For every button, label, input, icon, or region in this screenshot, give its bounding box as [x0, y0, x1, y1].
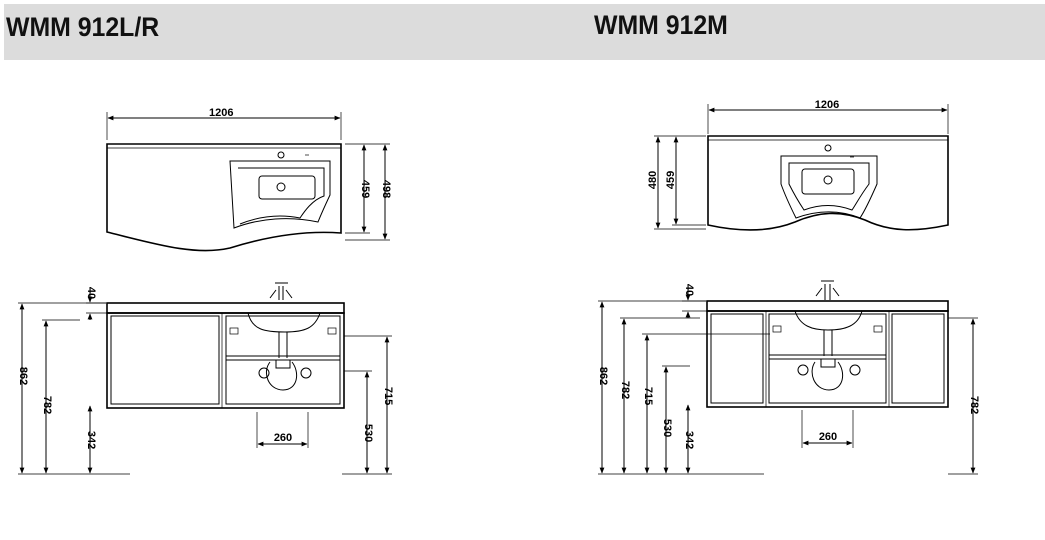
dim-left-top-depth-outer: 498 [380, 180, 392, 198]
dim-right-front-top-thickness: 40 [683, 284, 695, 296]
model-title-right: WMM 912M [594, 10, 728, 40]
dim-left-top-width: 1206 [209, 107, 233, 119]
dim-left-front-drain-lower: 530 [362, 424, 374, 442]
dim-right-front-side-height: 782 [968, 396, 980, 414]
dim-left-front-top-thickness: 40 [85, 287, 97, 299]
dim-left-front-cabinet-height: 782 [41, 396, 53, 414]
dim-left-top-depth-inner: 459 [359, 180, 371, 198]
left-front-view: 40 862 782 342 260 715 530 [17, 282, 394, 475]
dim-left-front-drain-height: 715 [382, 387, 394, 405]
right-front-view: 40 862 782 715 530 342 260 782 [597, 280, 980, 475]
dim-right-front-bottom-height: 342 [683, 431, 695, 449]
dim-right-top-depth-outer: 480 [647, 171, 659, 189]
dim-right-front-total-height: 862 [597, 367, 609, 385]
dim-left-front-bottom-height: 342 [85, 431, 97, 449]
header-band [4, 4, 1045, 60]
left-top-view: 1206 459 498 [106, 107, 392, 252]
dim-right-front-drain-height: 715 [642, 387, 654, 405]
dim-right-top-depth-inner: 459 [665, 171, 677, 189]
dim-left-front-total-height: 862 [17, 367, 29, 385]
dim-right-front-drain-width: 260 [819, 431, 837, 443]
dim-right-front-cabinet-height: 782 [619, 381, 631, 399]
dim-right-top-width: 1206 [815, 99, 839, 111]
right-top-view: 1206 480 459 [647, 99, 949, 231]
model-title-left: WMM 912L/R [6, 12, 160, 42]
dim-left-front-drain-width: 260 [274, 432, 292, 444]
dim-right-front-drain-lower: 530 [661, 419, 673, 437]
